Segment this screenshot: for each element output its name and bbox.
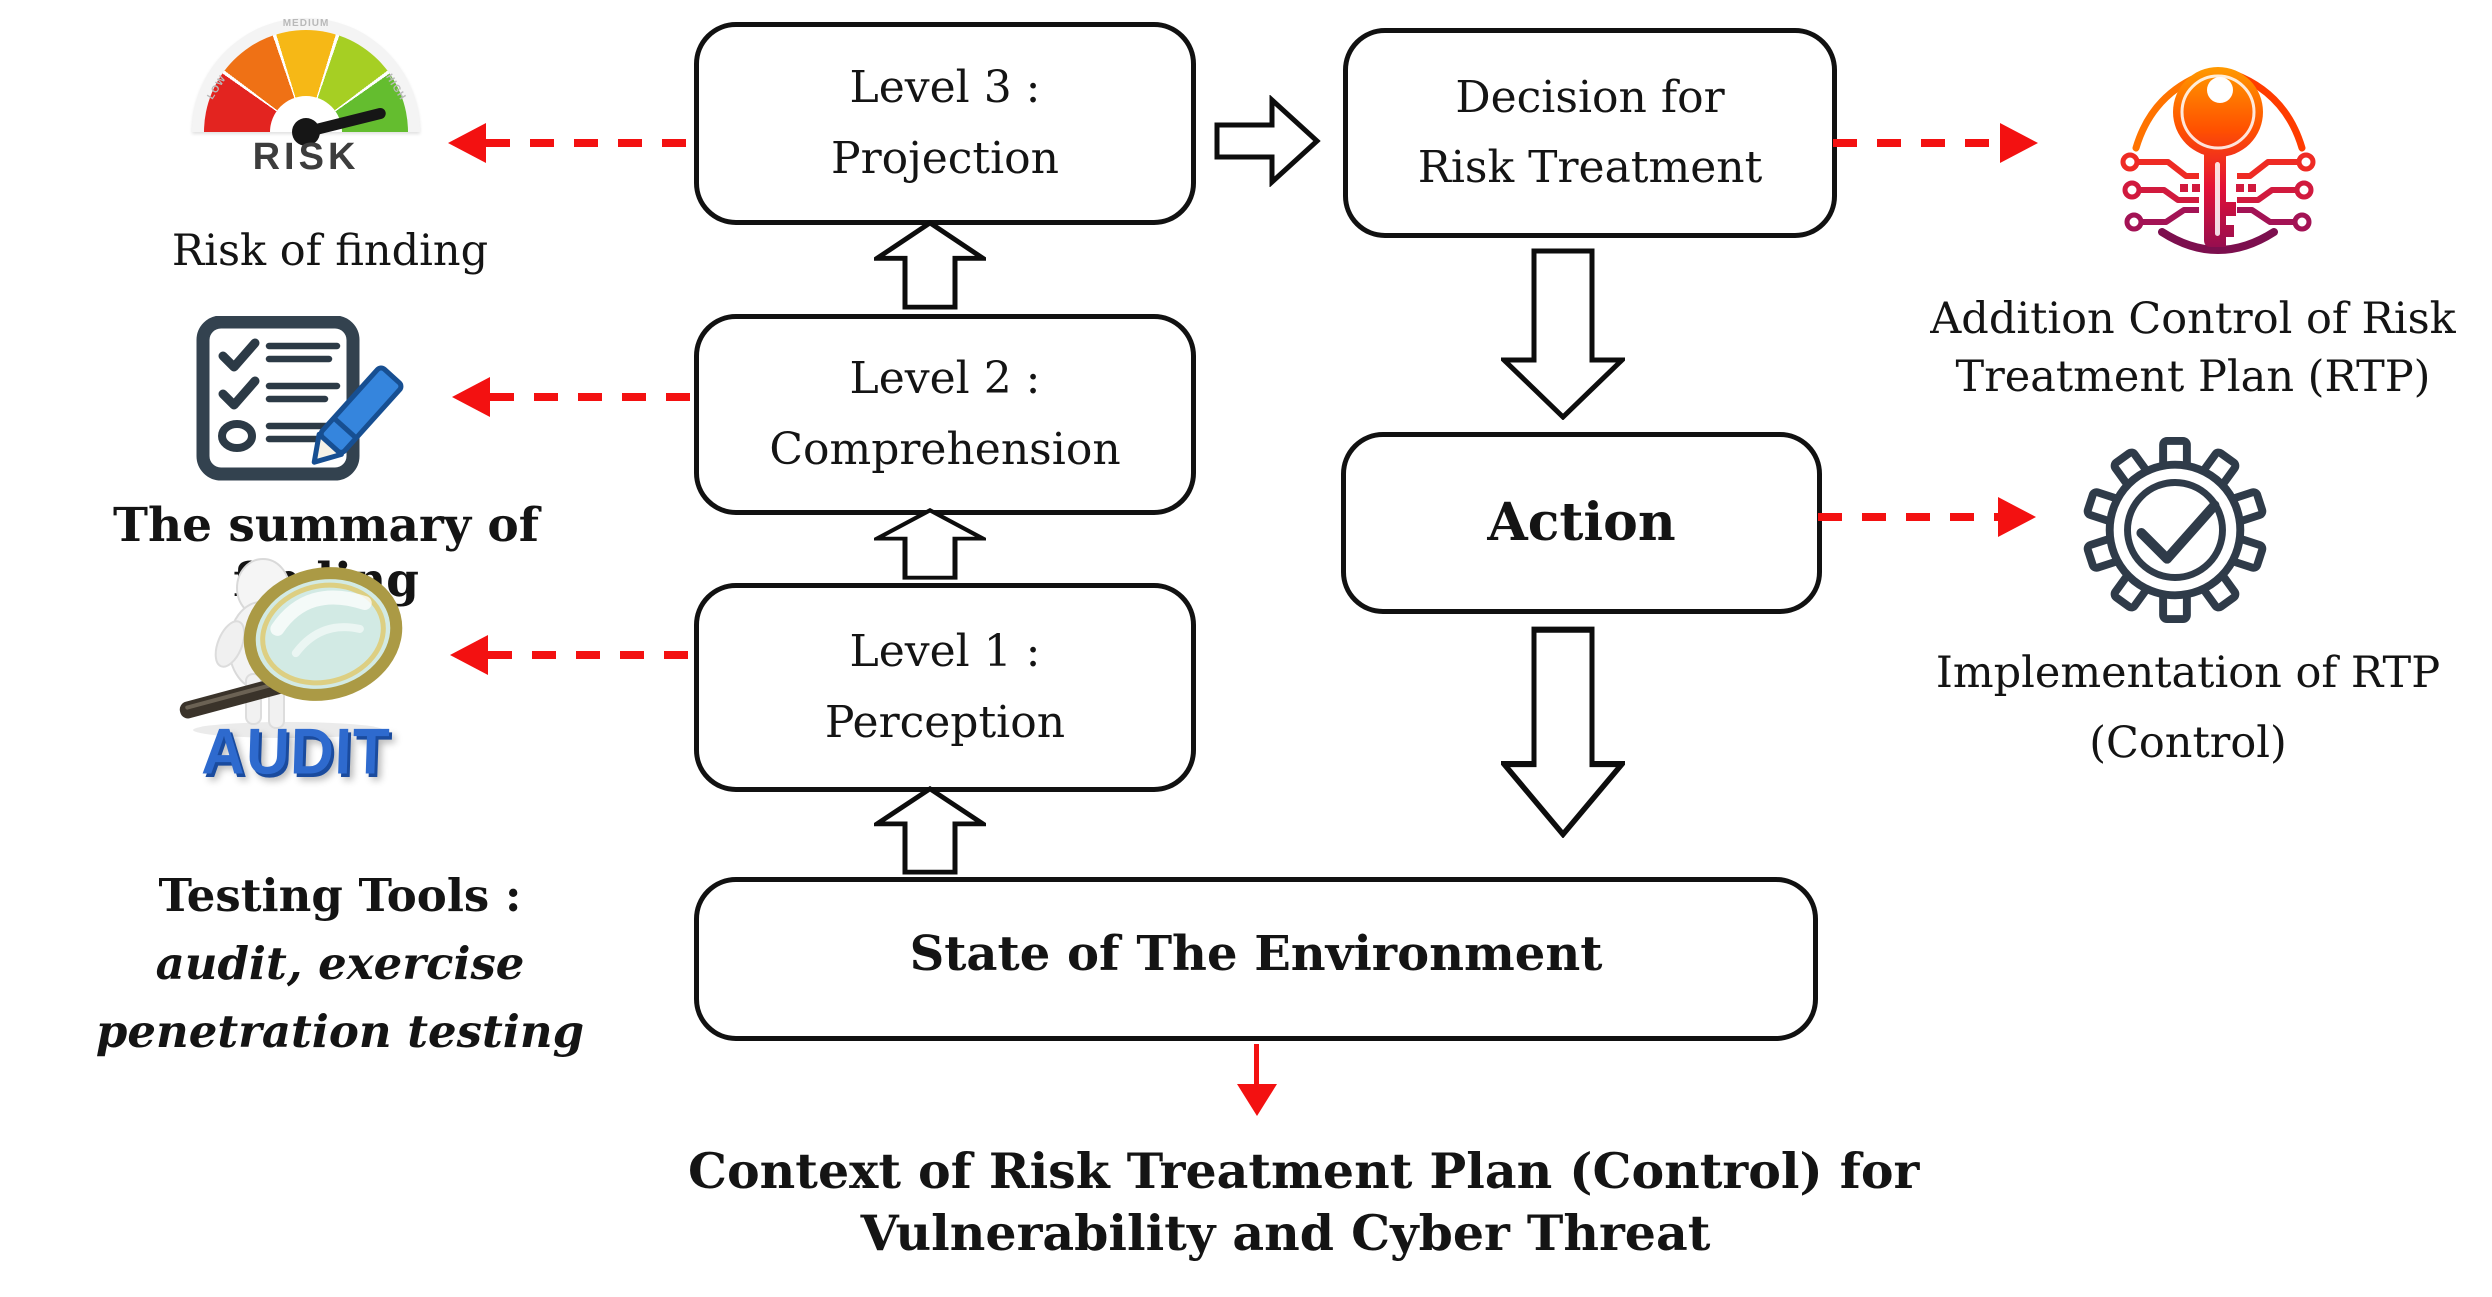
audit-icon: AUDIT (168, 556, 424, 788)
box-level1-line1: Level 1 : (849, 626, 1041, 678)
label-risk-of-finding: Risk of finding (171, 226, 489, 276)
dashed-arrow-level3-to-risk (448, 120, 694, 166)
box-decision: Decision for Risk Treatment (1343, 28, 1837, 238)
gauge-pivot (292, 118, 320, 146)
arrow-decision-to-action (1501, 248, 1625, 420)
red-dashed-line (1818, 513, 1998, 521)
box-level2: Level 2 : Comprehension (694, 314, 1196, 515)
label-implementation: Implementation of RTP (Control) (1898, 638, 2478, 778)
red-arrow-state-to-context-stem (1254, 1044, 1259, 1086)
context-line1: Context of Risk Treatment Plan (Control)… (688, 1142, 1920, 1200)
arrow-level2-to-level3 (874, 220, 986, 310)
red-arrowhead-icon (450, 635, 488, 675)
label-context: Context of Risk Treatment Plan (Control)… (688, 1140, 1920, 1264)
label-addition-control: Addition Control of Risk Treatment Plan … (1898, 290, 2488, 406)
box-level3-line1: Level 3 : (849, 62, 1041, 114)
box-level3: Level 3 : Projection (694, 22, 1196, 225)
addition-line1: Addition Control of Risk (1930, 294, 2456, 344)
testing-tools-line3: penetration testing (95, 1005, 585, 1058)
red-dashed-line (486, 139, 694, 147)
arrow-action-to-state (1501, 626, 1625, 838)
audit-figure-magnifier (179, 558, 403, 738)
label-testing-tools: Testing Tools : audit, exercise penetrat… (80, 862, 600, 1066)
box-level2-line1: Level 2 : (849, 353, 1041, 405)
implementation-line1: Implementation of RTP (1935, 648, 2441, 698)
risk-gauge-icon: LOW MEDIUM HIGH RISK (192, 18, 420, 188)
box-level1: Level 1 : Perception (694, 583, 1196, 792)
arrow-level3-to-decision (1214, 95, 1321, 187)
dashed-arrow-level2-to-checklist (452, 374, 694, 420)
testing-tools-line1: Testing Tools : (158, 869, 522, 922)
pencil-icon (311, 365, 404, 465)
implementation-line2: (Control) (2089, 718, 2287, 768)
box-decision-line2: Risk Treatment (1417, 142, 1763, 193)
box-action: Action (1341, 432, 1822, 614)
box-state: State of The Environment (694, 877, 1818, 1041)
testing-tools-line2: audit, exercise (155, 937, 525, 990)
red-dashed-line (1833, 139, 2000, 147)
gear-check-icon (2083, 436, 2267, 624)
addition-line2: Treatment Plan (RTP) (1955, 352, 2431, 402)
context-line2: Vulnerability and Cyber Threat (860, 1204, 1711, 1262)
audit-caption: AUDIT (200, 715, 392, 788)
red-arrowhead-icon (448, 123, 486, 163)
gauge-label-medium: MEDIUM (282, 18, 330, 29)
box-level3-line2: Projection (830, 132, 1060, 184)
red-arrowhead-icon (452, 377, 490, 417)
red-arrowhead-icon (1998, 497, 2036, 537)
box-state-label: State of The Environment (909, 926, 1603, 982)
arrow-state-to-level1 (874, 786, 986, 875)
red-dashed-line (490, 393, 694, 401)
dashed-arrow-action-to-gear (1818, 494, 2036, 540)
red-arrowhead-icon (2000, 123, 2038, 163)
box-level1-line2: Perception (824, 696, 1066, 748)
box-decision-line1: Decision for (1455, 71, 1725, 123)
box-action-label: Action (1487, 492, 1676, 554)
red-dashed-line (488, 651, 694, 659)
arrow-level1-to-level2 (874, 508, 986, 580)
red-arrow-state-to-context-head (1237, 1084, 1277, 1116)
box-level2-line2: Comprehension (769, 423, 1121, 475)
gauge-caption: RISK (252, 136, 360, 178)
dashed-arrow-level1-to-audit (450, 632, 694, 678)
dashed-arrow-decision-to-key (1833, 120, 2038, 166)
digital-key-icon (2120, 67, 2316, 254)
checklist-icon (196, 316, 404, 481)
